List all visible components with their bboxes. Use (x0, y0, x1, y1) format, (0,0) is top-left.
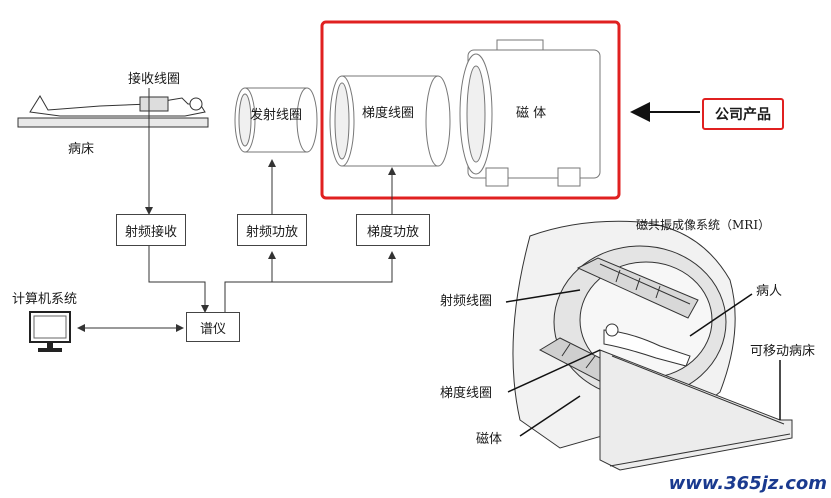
mri-pointer-lines (505, 289, 781, 437)
spectrometer-box-label: 谱仪 (199, 321, 226, 337)
company-product-label: 公司产品 (702, 98, 784, 130)
spectrometer-box: 谱仪 (186, 312, 240, 342)
mri-rf-coil-label: 射频线圈 (440, 294, 493, 309)
gradient-coil-label: 梯度线圈 (362, 106, 415, 121)
receive-coil-label: 接收线圈 (128, 72, 181, 87)
mri-movable-bed-label: 可移动病床 (750, 344, 816, 359)
mri-title: 磁共振成像系统（MRI） (636, 218, 771, 232)
mri-gradient-coil-label: 梯度线圈 (440, 386, 493, 401)
rf-receive-box: 射频接收 (116, 214, 186, 246)
mri-patient-label: 病人 (756, 284, 783, 299)
gradient-amp-box-label: 梯度功放 (366, 224, 419, 240)
magnet-label: 磁 体 (516, 106, 547, 121)
gradient-coil-cylinder (329, 75, 451, 167)
watermark: www.365jz.com (668, 473, 827, 494)
product-highlight-box (320, 20, 621, 200)
mri-magnet-label: 磁体 (476, 432, 503, 447)
gradient-amp-box: 梯度功放 (356, 214, 430, 246)
bed-illustration (17, 95, 209, 128)
transmit-coil-label: 发射线圈 (250, 108, 303, 123)
magnet-illustration (459, 39, 601, 187)
transmit-coil-cylinder (234, 87, 318, 153)
bed-label: 病床 (68, 142, 95, 157)
rf-receive-box-label: 射频接收 (124, 224, 177, 240)
rf-amp-box: 射频功放 (237, 214, 307, 246)
computer-monitor-icon (29, 311, 71, 352)
connector-lines (77, 88, 396, 332)
rf-amp-box-label: 射频功放 (245, 224, 298, 240)
computer-label: 计算机系统 (12, 292, 78, 307)
company-product-text: 公司产品 (715, 107, 771, 123)
mri-machine-illustration (512, 220, 793, 471)
